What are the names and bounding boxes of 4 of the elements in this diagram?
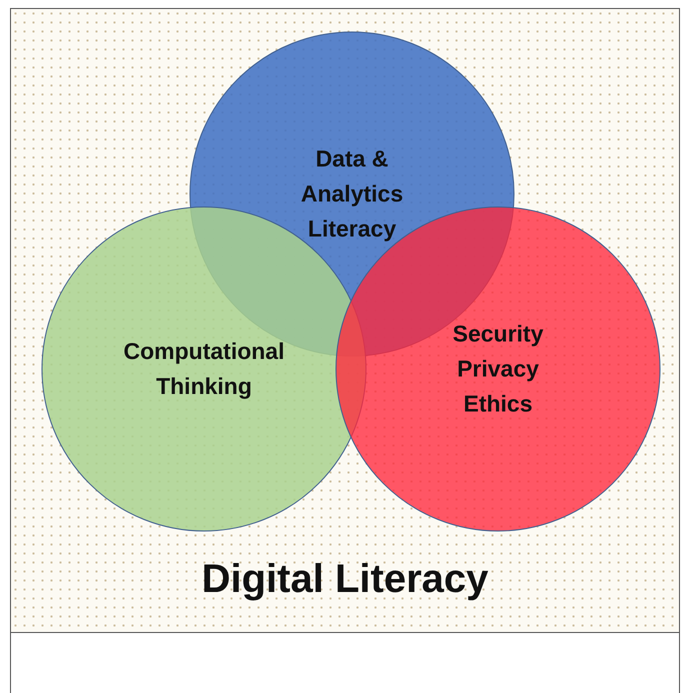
diagram-title: Digital Literacy — [200, 556, 490, 603]
circle-label: Computational Thinking — [122, 337, 286, 401]
circle-label: Security Privacy Ethics — [452, 320, 544, 418]
circle-label: Data & Analytics Literacy — [300, 144, 404, 244]
